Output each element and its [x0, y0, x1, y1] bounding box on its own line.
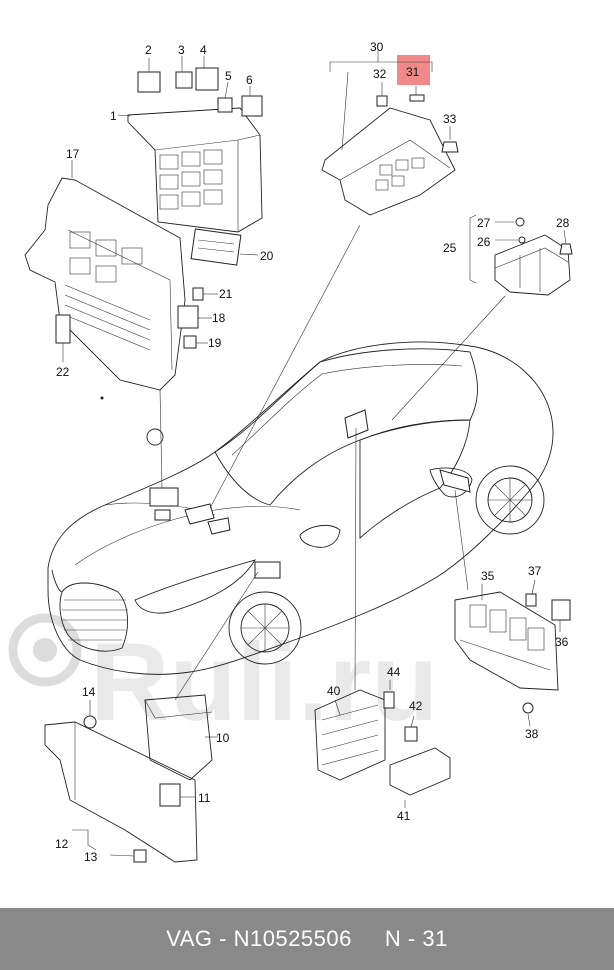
watermark: Ruli.ru [8, 613, 438, 744]
relay-holder-35 [454, 489, 571, 727]
callout-14: 14 [82, 685, 96, 699]
callout-38: 38 [525, 727, 539, 741]
callout-19: 19 [208, 336, 222, 350]
callout-13: 13 [84, 850, 98, 864]
callout-40: 40 [327, 684, 341, 698]
callout-37: 37 [528, 564, 542, 578]
callout-5: 5 [225, 69, 232, 83]
callout-36: 36 [555, 635, 569, 649]
callout-10: 10 [216, 731, 230, 745]
highlight-31 [397, 55, 430, 85]
callouts: 1 2 3 4 5 6 10 11 12 13 14 17 18 19 20 2… [55, 40, 570, 864]
location-marks [149, 409, 471, 579]
callout-22: 22 [56, 365, 70, 379]
callout-4: 4 [200, 43, 207, 57]
callout-18: 18 [212, 311, 226, 325]
control-unit-25 [391, 214, 573, 421]
relay-carrier-assembly [117, 56, 263, 266]
callout-35: 35 [481, 569, 495, 583]
callout-41: 41 [397, 809, 411, 823]
parts-diagram-svg: Ruli.ru [8, 40, 573, 864]
callout-3: 3 [178, 43, 185, 57]
footer-text: VAG - N10525506 N - 31 [166, 926, 448, 951]
callout-1: 1 [110, 109, 117, 123]
callout-27: 27 [477, 216, 491, 230]
fuse-carrier-assembly [24, 160, 218, 489]
relay-plate-assembly [209, 50, 459, 509]
callout-42: 42 [409, 699, 423, 713]
callout-44: 44 [387, 665, 401, 679]
callout-20: 20 [260, 249, 274, 263]
parts-diagram: Ruli.ru [8, 40, 573, 864]
part-number-footer: VAG - N10525506 N - 31 [0, 908, 614, 970]
control-unit-bracket [44, 571, 259, 863]
callout-25: 25 [443, 241, 457, 255]
callout-12: 12 [55, 837, 69, 851]
callout-33: 33 [443, 112, 457, 126]
callout-17: 17 [66, 147, 80, 161]
callout-11: 11 [198, 791, 211, 805]
callout-26: 26 [477, 235, 491, 249]
callout-31: 31 [406, 65, 420, 79]
relay-carrier-40 [314, 427, 451, 808]
callout-28: 28 [556, 216, 570, 230]
watermark-text: Ruli.ru [90, 621, 438, 744]
callout-2: 2 [145, 43, 152, 57]
callout-6: 6 [246, 73, 253, 87]
callout-30: 30 [370, 40, 384, 54]
callout-32: 32 [373, 67, 387, 81]
callout-21: 21 [219, 287, 233, 301]
car-illustration [47, 341, 554, 675]
